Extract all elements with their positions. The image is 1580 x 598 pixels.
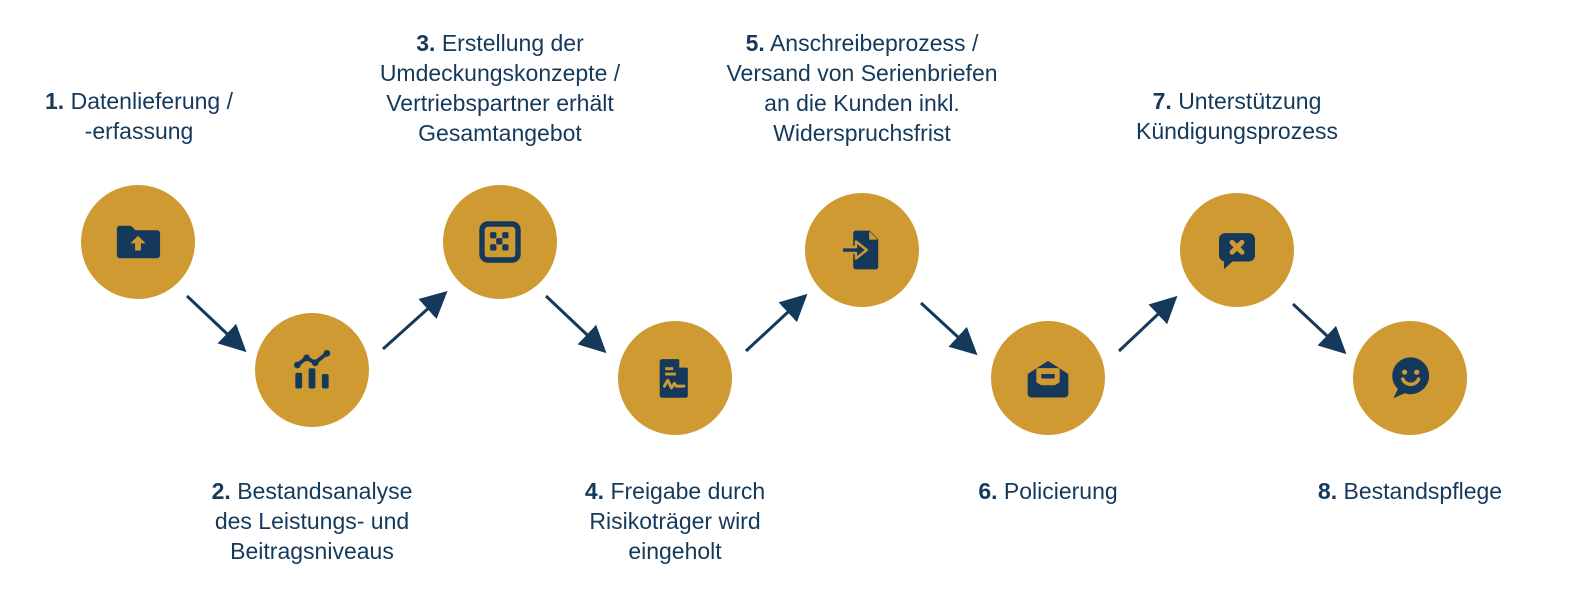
step-3-label: 3. Erstellung der Umdeckungskonzepte / V… <box>370 28 630 148</box>
send-document-icon <box>840 230 879 270</box>
envelope-policy-icon <box>1027 360 1069 398</box>
concept-grid-icon <box>479 221 521 263</box>
arrow-2-3 <box>381 290 448 351</box>
step-1-number: 1. <box>45 88 65 114</box>
step-6-circle <box>991 321 1105 435</box>
step-8-number: 8. <box>1317 478 1338 504</box>
step-2-label: 2. Bestandsanalyse des Leistungs- und Be… <box>192 476 432 566</box>
arrow-4-5 <box>744 293 808 353</box>
chat-smile-icon <box>1392 357 1430 399</box>
step-3-number: 3. <box>416 30 436 56</box>
step-6-text: Policierung <box>1003 478 1118 504</box>
step-6-number: 6. <box>978 478 998 504</box>
folder-upload-icon <box>116 225 161 259</box>
step-5-circle <box>805 193 919 307</box>
step-8-circle <box>1353 321 1467 435</box>
step-4-text: Freigabe durch Risikoträger wird eingeho… <box>589 478 766 564</box>
step-4-label: 4. Freigabe durch Risikoträger wird eing… <box>565 476 785 566</box>
arrow-1-2 <box>185 294 247 353</box>
step-7-text: Unterstützung Kündigungsprozess <box>1135 88 1339 144</box>
step-7-circle <box>1180 193 1294 307</box>
arrow-3-4 <box>544 294 607 354</box>
step-5-number: 5. <box>745 30 765 56</box>
arrow-5-6 <box>919 301 978 356</box>
step-8-label: 8. Bestandspflege <box>1290 476 1530 506</box>
step-8-text: Bestandspflege <box>1343 478 1503 504</box>
step-5-text: Anschreibeprozess / Versand von Serienbr… <box>726 30 998 146</box>
chart-analysis-icon <box>294 349 331 389</box>
arrow-6-7 <box>1117 295 1178 353</box>
step-3-circle <box>443 185 557 299</box>
step-2-circle <box>255 313 369 427</box>
approval-document-icon <box>659 359 688 398</box>
step-4-number: 4. <box>584 478 605 504</box>
step-4-circle <box>618 321 732 435</box>
step-2-text: Bestandsanalyse des Leistungs- und Beitr… <box>214 478 413 564</box>
step-2-number: 2. <box>211 478 231 504</box>
step-7-label: 7. Unterstützung Kündigungsprozess <box>1097 86 1377 146</box>
step-3-text: Erstellung der Umdeckungskonzepte / Vert… <box>379 30 621 146</box>
arrow-7-8 <box>1291 302 1347 355</box>
step-1-circle <box>81 185 195 299</box>
step-7-number: 7. <box>1152 88 1172 114</box>
step-5-label: 5. Anschreibeprozess / Versand von Serie… <box>707 28 1017 148</box>
step-1-text: Datenlieferung / -erfassung <box>70 88 233 144</box>
chat-cancel-icon <box>1219 233 1255 270</box>
step-6-label: 6. Policierung <box>938 476 1158 506</box>
step-1-label: 1. Datenlieferung / -erfassung <box>24 86 254 146</box>
